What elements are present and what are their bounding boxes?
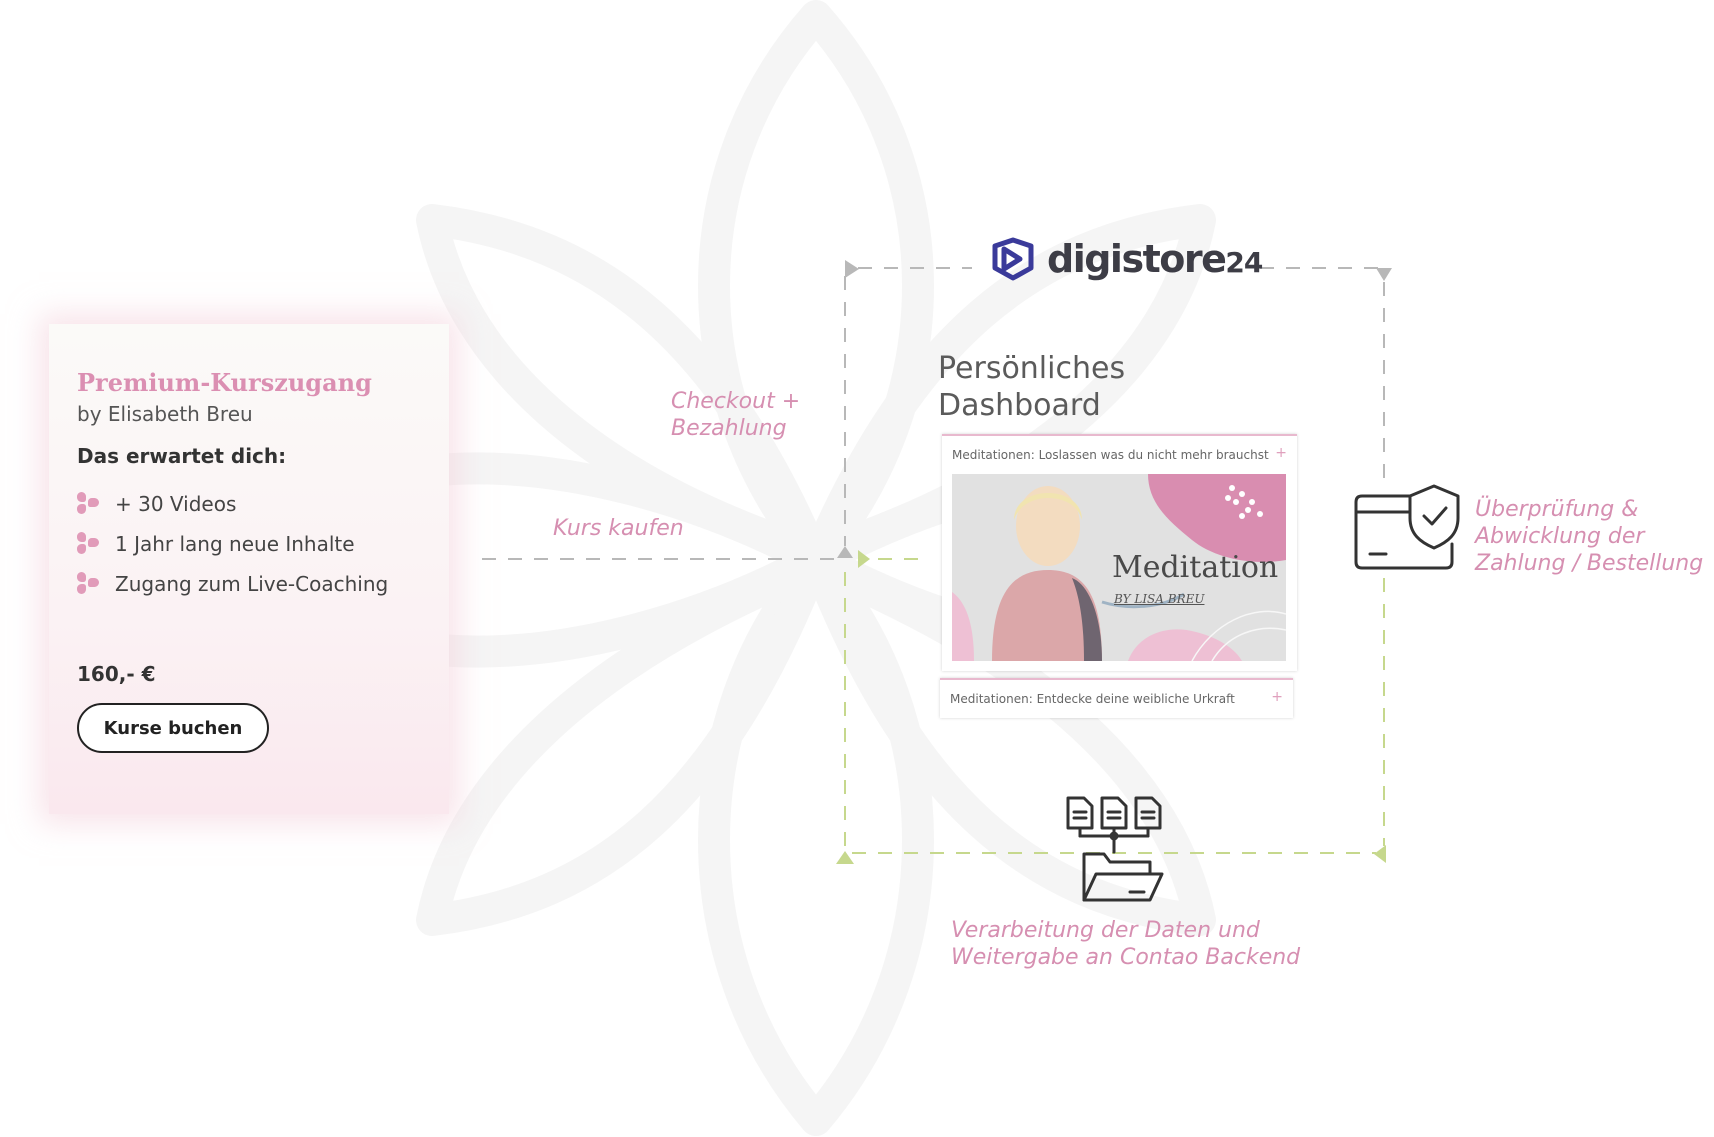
verification-label-line: Zahlung / Bestellung [1475,551,1704,576]
course-title: Meditationen: Entdecke deine weibliche U… [950,692,1235,706]
portrait-dress [992,570,1102,661]
buy-course-label: Kurs kaufen [553,516,684,541]
product-price: 160,- € [77,662,156,686]
checkout-label-line: Checkout + [671,389,801,414]
flower-petals-icon [77,492,115,516]
thumbnail-title: Meditation [1112,550,1279,585]
feature-label: Zugang zum Live-Coaching [115,572,389,596]
portrait-head [1016,486,1080,566]
digistore-logo-icon [992,237,1034,281]
logo-wordmark: digistore24 [1047,237,1263,281]
course-title: Meditationen: Loslassen was du nicht meh… [952,448,1269,462]
course-accordion-item[interactable]: Meditationen: Entdecke deine weibliche U… [940,678,1293,718]
arrow-bottom-left [836,851,854,864]
dashboard-title: Persönliches Dashboard [938,350,1198,424]
features-heading: Das erwartet dich: [77,444,287,468]
documents-to-folder-icon [1066,796,1164,902]
dashboard-title-line: Dashboard [938,388,1101,423]
processing-label-line: Weitergabe an Contao Backend [951,945,1301,970]
verification-label-line: Überprüfung & [1475,497,1639,522]
feature-item: + 30 Videos [77,484,388,524]
expand-icon[interactable]: + [1275,445,1287,461]
product-card: Premium-Kurszugang by Elisabeth Breu Das… [49,324,449,814]
arrow-top-left [845,260,859,278]
product-author: by Elisabeth Breu [77,402,253,426]
expand-icon[interactable]: + [1271,689,1283,705]
logo-suffix: 24 [1225,246,1263,279]
flower-petals-icon [77,572,115,596]
thumbnail-artwork [952,474,1286,661]
processing-label-line: Verarbeitung der Daten und [951,918,1260,943]
arrow-mid-right [858,550,870,568]
product-title: Premium-Kurszugang [77,368,372,397]
feature-label: + 30 Videos [115,492,237,516]
digistore-logo: digistore24 [989,236,1263,282]
arrow-top-right [1376,268,1392,281]
book-course-button[interactable]: Kurse buchen [77,703,269,753]
thumbnail-subtitle: BY LISA BREU [1114,592,1205,606]
feature-label: 1 Jahr lang neue Inhalte [115,532,355,556]
flower-petals-icon [77,532,115,556]
logo-name: digistore [1047,237,1227,281]
feature-item: 1 Jahr lang neue Inhalte [77,524,388,564]
checkout-label-line: Bezahlung [671,416,787,441]
checkout-label: Checkout + Bezahlung [671,388,800,442]
verification-label-line: Abwicklung der [1475,524,1645,549]
dashboard-title-line: Persönliches [938,351,1126,386]
card-with-shield-check-icon [1354,484,1460,570]
processing-label: Verarbeitung der Daten und Weitergabe an… [951,917,1300,971]
verification-label: Überprüfung & Abwicklung der Zahlung / B… [1475,496,1703,577]
arrow-mid-up [837,546,853,558]
course-thumbnail[interactable]: Meditation BY LISA BREU [952,474,1286,661]
course-accordion-item[interactable]: Meditationen: Loslassen was du nicht meh… [942,434,1297,671]
feature-item: Zugang zum Live-Coaching [77,564,388,604]
arrow-bottom-right [1374,845,1386,863]
feature-list: + 30 Videos 1 Jahr lang neue Inhalte Zug… [77,484,388,604]
